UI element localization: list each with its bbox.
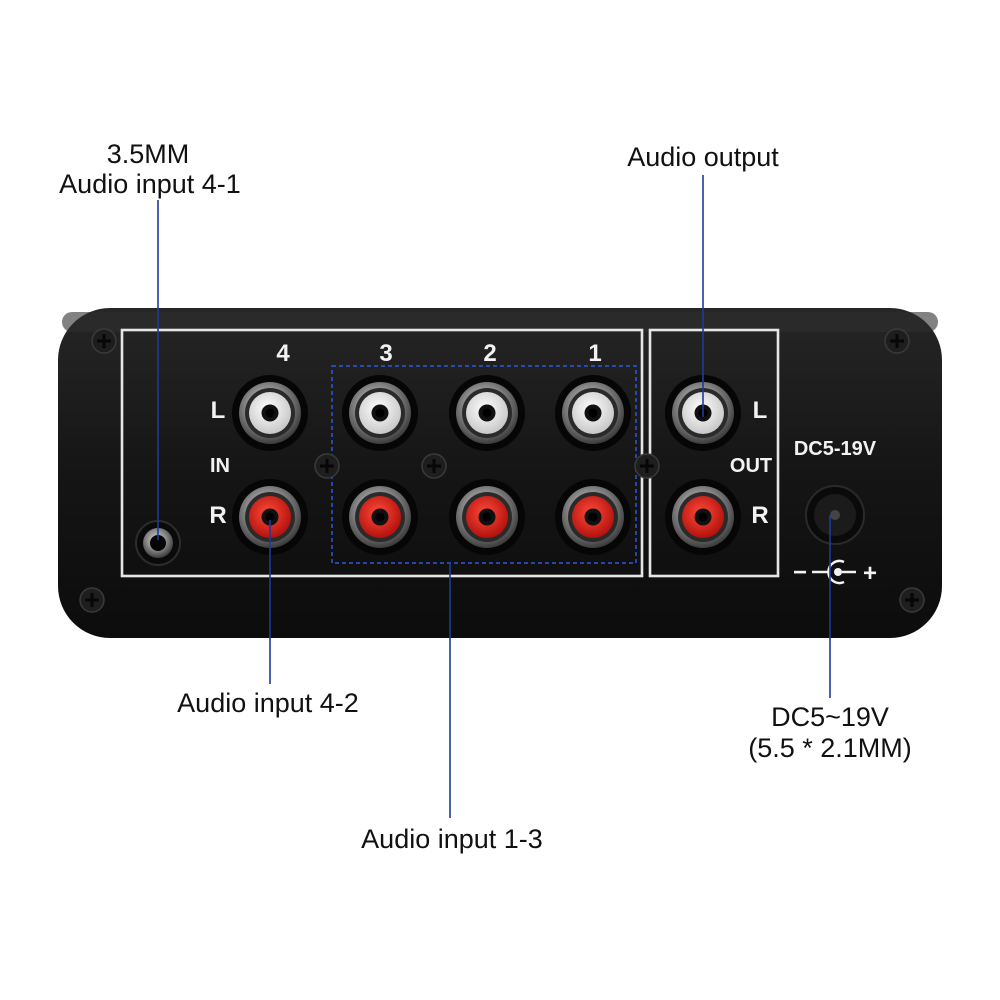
callout-output: Audio output	[627, 142, 779, 172]
screw-bottom-right	[899, 587, 925, 613]
leader-lines	[157, 175, 831, 818]
screw-bottom-left	[79, 587, 105, 613]
channel-number-1: 1	[588, 340, 601, 367]
channel-number-3: 3	[379, 340, 392, 367]
output-frame	[648, 328, 780, 578]
rca-jack-input-4-left	[232, 375, 308, 451]
polarity-arc	[827, 559, 845, 585]
input-right-label: R	[209, 502, 226, 529]
channel-number-2: 2	[483, 340, 496, 367]
rca-jack-input-4-right	[232, 479, 308, 555]
output-label: OUT	[730, 455, 772, 477]
channel-number-4: 4	[276, 340, 290, 367]
channel-numbers: 4 3 2 1	[276, 340, 601, 367]
callout-power-line2: (5.5 * 2.1MM)	[748, 733, 912, 763]
rca-jack-input-3-right	[342, 479, 418, 555]
rca-jack-input-2-left	[449, 375, 525, 451]
polarity-minus: −	[793, 559, 807, 586]
rca-jack-input-1-left	[555, 375, 631, 451]
input-label: IN	[210, 455, 230, 477]
callout-input-4-1-line1: 3.5MM	[107, 139, 190, 169]
polarity-symbol: − +	[793, 559, 877, 587]
input-left-label: L	[211, 397, 226, 424]
screw-center-right	[634, 453, 660, 479]
screw-center-left	[314, 453, 340, 479]
dc-power-jack	[805, 485, 865, 545]
screws	[79, 328, 925, 613]
callout-power-line1: DC5~19V	[771, 702, 889, 732]
callout-input-4-1-line2: Audio input 4-1	[59, 169, 241, 199]
device-rear-panel	[58, 308, 942, 638]
screw-center-middle	[421, 453, 447, 479]
rca-jack-input-2-right	[449, 479, 525, 555]
rca-jack-input-3-left	[342, 375, 418, 451]
input-frame	[120, 328, 644, 578]
callout-input-1-3: Audio input 1-3	[361, 824, 543, 854]
rca-jacks	[232, 375, 741, 555]
output-left-label: L	[753, 397, 768, 424]
rca-jack-input-1-right	[555, 479, 631, 555]
screw-top-right	[884, 328, 910, 354]
rca-jack-output-right	[665, 479, 741, 555]
polarity-plus: +	[863, 560, 877, 587]
output-right-label: R	[751, 502, 768, 529]
power-rating-label: DC5-19V	[794, 438, 877, 460]
polarity-dot	[834, 568, 842, 576]
panel-top-highlight	[62, 312, 938, 332]
screw-top-left	[91, 328, 117, 354]
panel-body	[58, 308, 942, 638]
callout-input-4-2: Audio input 4-2	[177, 688, 359, 718]
callouts: 3.5MM Audio input 4-1 Audio output Audio…	[59, 139, 912, 854]
